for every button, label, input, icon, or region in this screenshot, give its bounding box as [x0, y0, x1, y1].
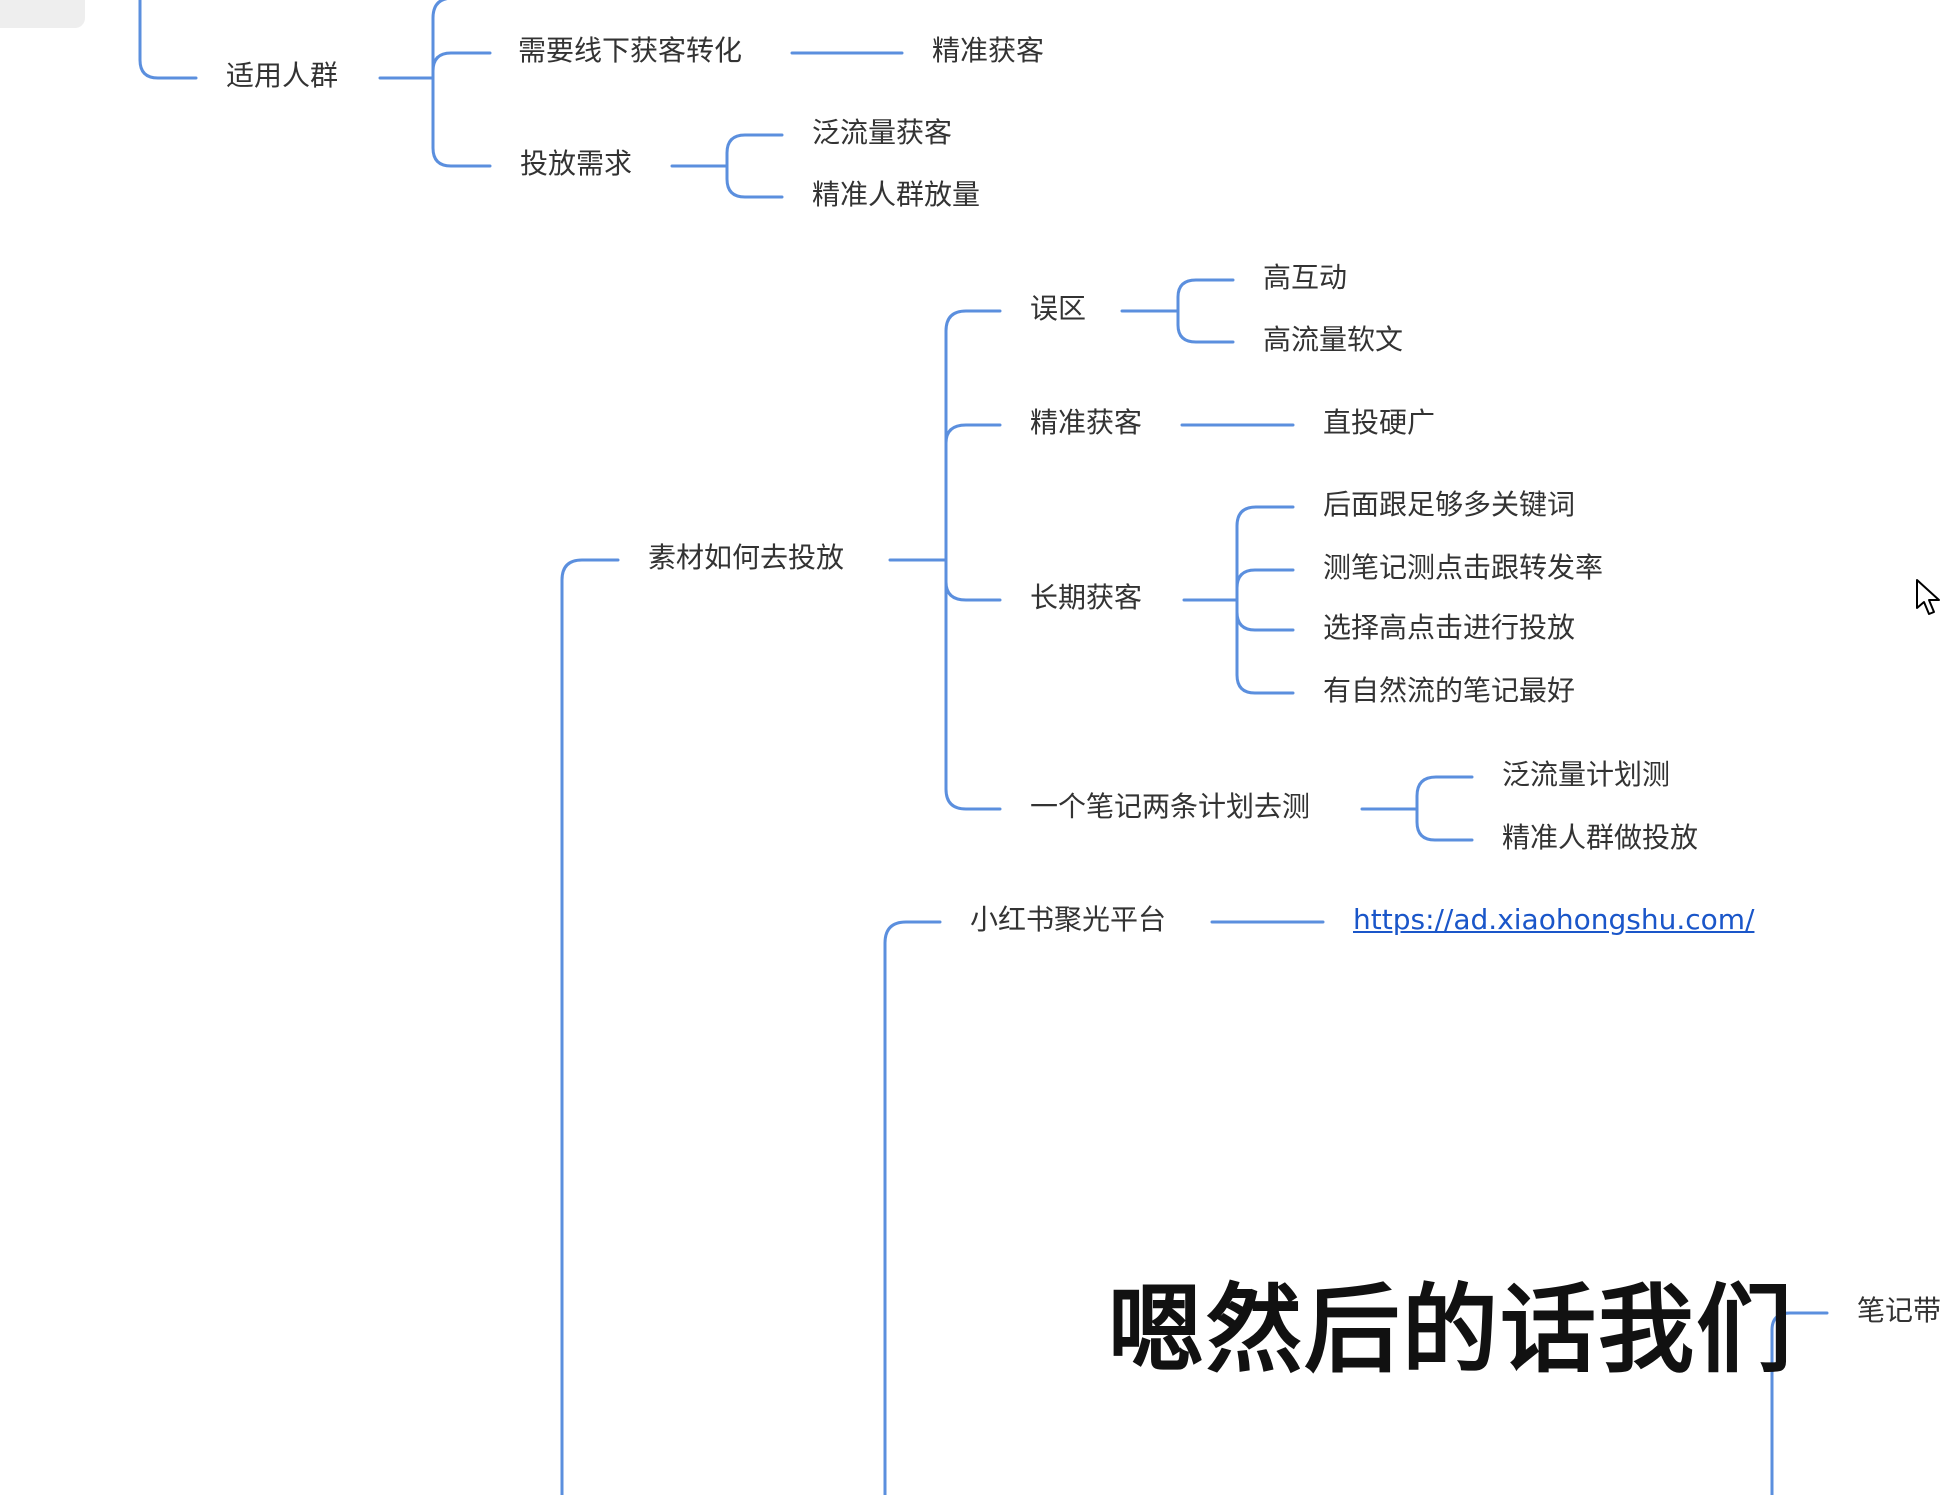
connector-toufang-jingzhun	[725, 164, 784, 199]
connector-big-trunk-sucai	[560, 558, 620, 1495]
node-juguang-url-link[interactable]: https://ad.xiaohongshu.com/	[1353, 903, 1755, 936]
connector-bottom-right-biji	[1770, 1311, 1829, 1332]
connector-root-shiyong	[138, 0, 198, 80]
node-ce-biji-dianji[interactable]: 测笔记测点击跟转发率	[1323, 551, 1604, 584]
node-you-ziranliu[interactable]: 有自然流的笔记最好	[1323, 674, 1576, 707]
partial-tab[interactable]	[0, 0, 85, 28]
video-subtitle: 嗯然后的话我们	[1108, 1274, 1794, 1386]
node-gao-hudong[interactable]: 高互动	[1263, 261, 1348, 294]
node-xuyao-xianxia[interactable]: 需要线下获客转化	[518, 34, 743, 67]
node-changqi-huoke[interactable]: 长期获客	[1030, 581, 1143, 614]
connector-shiyong-up	[431, 0, 448, 80]
connector-changqi-houmian	[1235, 505, 1295, 602]
connector-shiyong-toufang	[431, 76, 492, 168]
connector-yige-jingzhun	[1415, 807, 1474, 842]
connector-sucai-jingzhun	[944, 423, 1002, 462]
node-zhitou-yingguang[interactable]: 直投硬广	[1323, 406, 1436, 439]
node-jingzhun-renqun-fangliang[interactable]: 精准人群放量	[812, 178, 981, 211]
node-fan-liuliang-jihua[interactable]: 泛流量计划测	[1502, 758, 1671, 791]
node-yige-biji-liangtiao[interactable]: 一个笔记两条计划去测	[1030, 790, 1311, 823]
node-fan-liuliang-huoke[interactable]: 泛流量获客	[812, 116, 953, 149]
node-biji-dai[interactable]: 笔记带	[1857, 1294, 1942, 1327]
connector-trunk-xiaohongshu	[883, 920, 942, 1495]
node-gao-liuliang-ruanwen[interactable]: 高流量软文	[1263, 323, 1404, 356]
node-shiyong-renqun[interactable]: 适用人群	[226, 59, 339, 92]
node-sucai-ruhe-toufang[interactable]: 素材如何去投放	[648, 541, 845, 574]
connector-sucai-wuqu	[944, 309, 1002, 562]
node-jingzhun-renqun-toufang[interactable]: 精准人群做投放	[1502, 821, 1699, 854]
node-houmian-gen-guanjianci[interactable]: 后面跟足够多关键词	[1323, 488, 1576, 521]
node-toufang-xuqiu[interactable]: 投放需求	[520, 147, 633, 180]
connector-wuqu-gao-hudong	[1176, 278, 1235, 313]
node-jingzhun-huoke-2[interactable]: 精准获客	[1030, 406, 1143, 439]
node-wuqu[interactable]: 误区	[1030, 292, 1087, 325]
node-xiaohongshu-juguang[interactable]: 小红书聚光平台	[970, 903, 1167, 936]
connector-toufang-fan	[725, 133, 784, 168]
mouse-cursor-icon	[1916, 579, 1940, 615]
connector-yige-fan	[1415, 775, 1474, 811]
node-xuanze-gao-dianji[interactable]: 选择高点击进行投放	[1323, 611, 1576, 644]
connector-sucai-changqi	[944, 558, 1002, 602]
connector-wuqu-gao-liuliang	[1176, 309, 1235, 344]
connector-changqi-you	[1235, 598, 1295, 695]
connector-shiyong-xuyao	[431, 51, 492, 80]
connector-sucai-yige	[944, 558, 1002, 811]
connector-changqi-xuanze	[1235, 598, 1295, 632]
node-jingzhun-huoke-1[interactable]: 精准获客	[932, 34, 1045, 67]
connector-changqi-ce	[1235, 568, 1295, 602]
